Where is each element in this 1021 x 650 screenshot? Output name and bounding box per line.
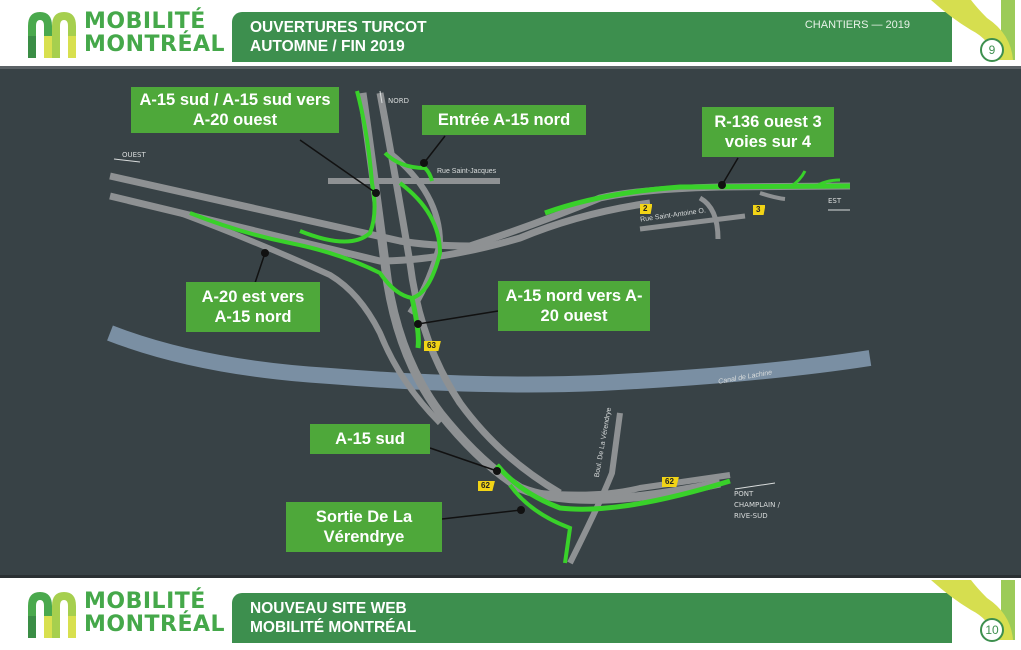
banner-title: NOUVEAU SITE WEB MOBILITÉ MONTRÉAL [250,599,416,637]
exit-sign-62-verendrye: 62 [662,477,679,487]
direction-nord-label: NORD [388,97,409,105]
canal-de-lachine-shape [107,325,872,393]
direction-est-label: EST [828,197,842,205]
logo-text: MOBILITÉ MONTRÉAL [84,10,225,56]
exit-sign-63: 63 [424,341,441,351]
road-network-drawing [107,90,872,565]
callout-entree-a15-nord: Entrée A-15 nord [422,105,586,135]
interchange-map: A-15 sud / A-15 sud vers A-20 ouest Entr… [0,66,1021,578]
exit-sign-62-a15: 62 [478,481,495,491]
page-number-badge: 10 [980,618,1004,642]
title-banner-2: NOUVEAU SITE WEB MOBILITÉ MONTRÉAL [232,593,952,643]
banner-title-line1: OUVERTURES TURCOT [250,19,427,36]
logo-m-icon [28,12,76,58]
logo-line2: MONTRÉAL [84,612,226,637]
logo-line1: MOBILITÉ [84,9,206,34]
callout-a15-sud-a20-ouest: A-15 sud / A-15 sud vers A-20 ouest [131,87,339,133]
banner-title: OUVERTURES TURCOT AUTOMNE / FIN 2019 [250,18,427,56]
callout-sortie-verendrye: Sortie De La Vérendrye [286,502,442,552]
page-number-badge: 9 [980,38,1004,62]
logo-line1: MOBILITÉ [84,589,206,614]
banner-title-line1: NOUVEAU SITE WEB [250,600,407,617]
banner-title-line2: MOBILITÉ MONTRÉAL [250,619,417,636]
callout-r136-ouest: R-136 ouest 3 voies sur 4 [702,107,834,157]
callout-a15-sud: A-15 sud [310,424,430,454]
callout-a20-est-a15-nord: A-20 est vers A-15 nord [186,282,320,332]
swoosh-decoration-icon [911,0,1015,60]
logo-line2: MONTRÉAL [84,32,226,57]
title-banner: OUVERTURES TURCOT AUTOMNE / FIN 2019 CHA… [232,12,952,62]
slide-header-top: MOBILITÉ MONTRÉAL OUVERTURES TURCOT AUTO… [0,0,1021,66]
swoosh-decoration-icon [911,580,1015,640]
direction-ouest-label: OUEST [122,151,146,159]
mobilite-montreal-logo-2: MOBILITÉ MONTRÉAL [26,590,225,642]
slide-header-bottom: MOBILITÉ MONTRÉAL NOUVEAU SITE WEB MOBIL… [0,578,1021,650]
exit-sign-3: 3 [753,205,766,215]
banner-section-label: CHANTIERS — 2019 [804,19,910,31]
banner-title-line2: AUTOMNE / FIN 2019 [250,38,405,55]
direction-pont-champlain-label: PONT CHAMPLAIN / RIVE-SUD [734,490,780,520]
mobilite-montreal-logo: MOBILITÉ MONTRÉAL [26,10,225,62]
callout-a15-nord-a20-ouest: A-15 nord vers A-20 ouest [498,281,650,331]
logo-m-icon [28,592,76,638]
logo-text: MOBILITÉ MONTRÉAL [84,590,225,636]
exit-sign-2: 2 [640,204,653,214]
street-label-saint-jacques: Rue Saint-Jacques [437,168,497,175]
